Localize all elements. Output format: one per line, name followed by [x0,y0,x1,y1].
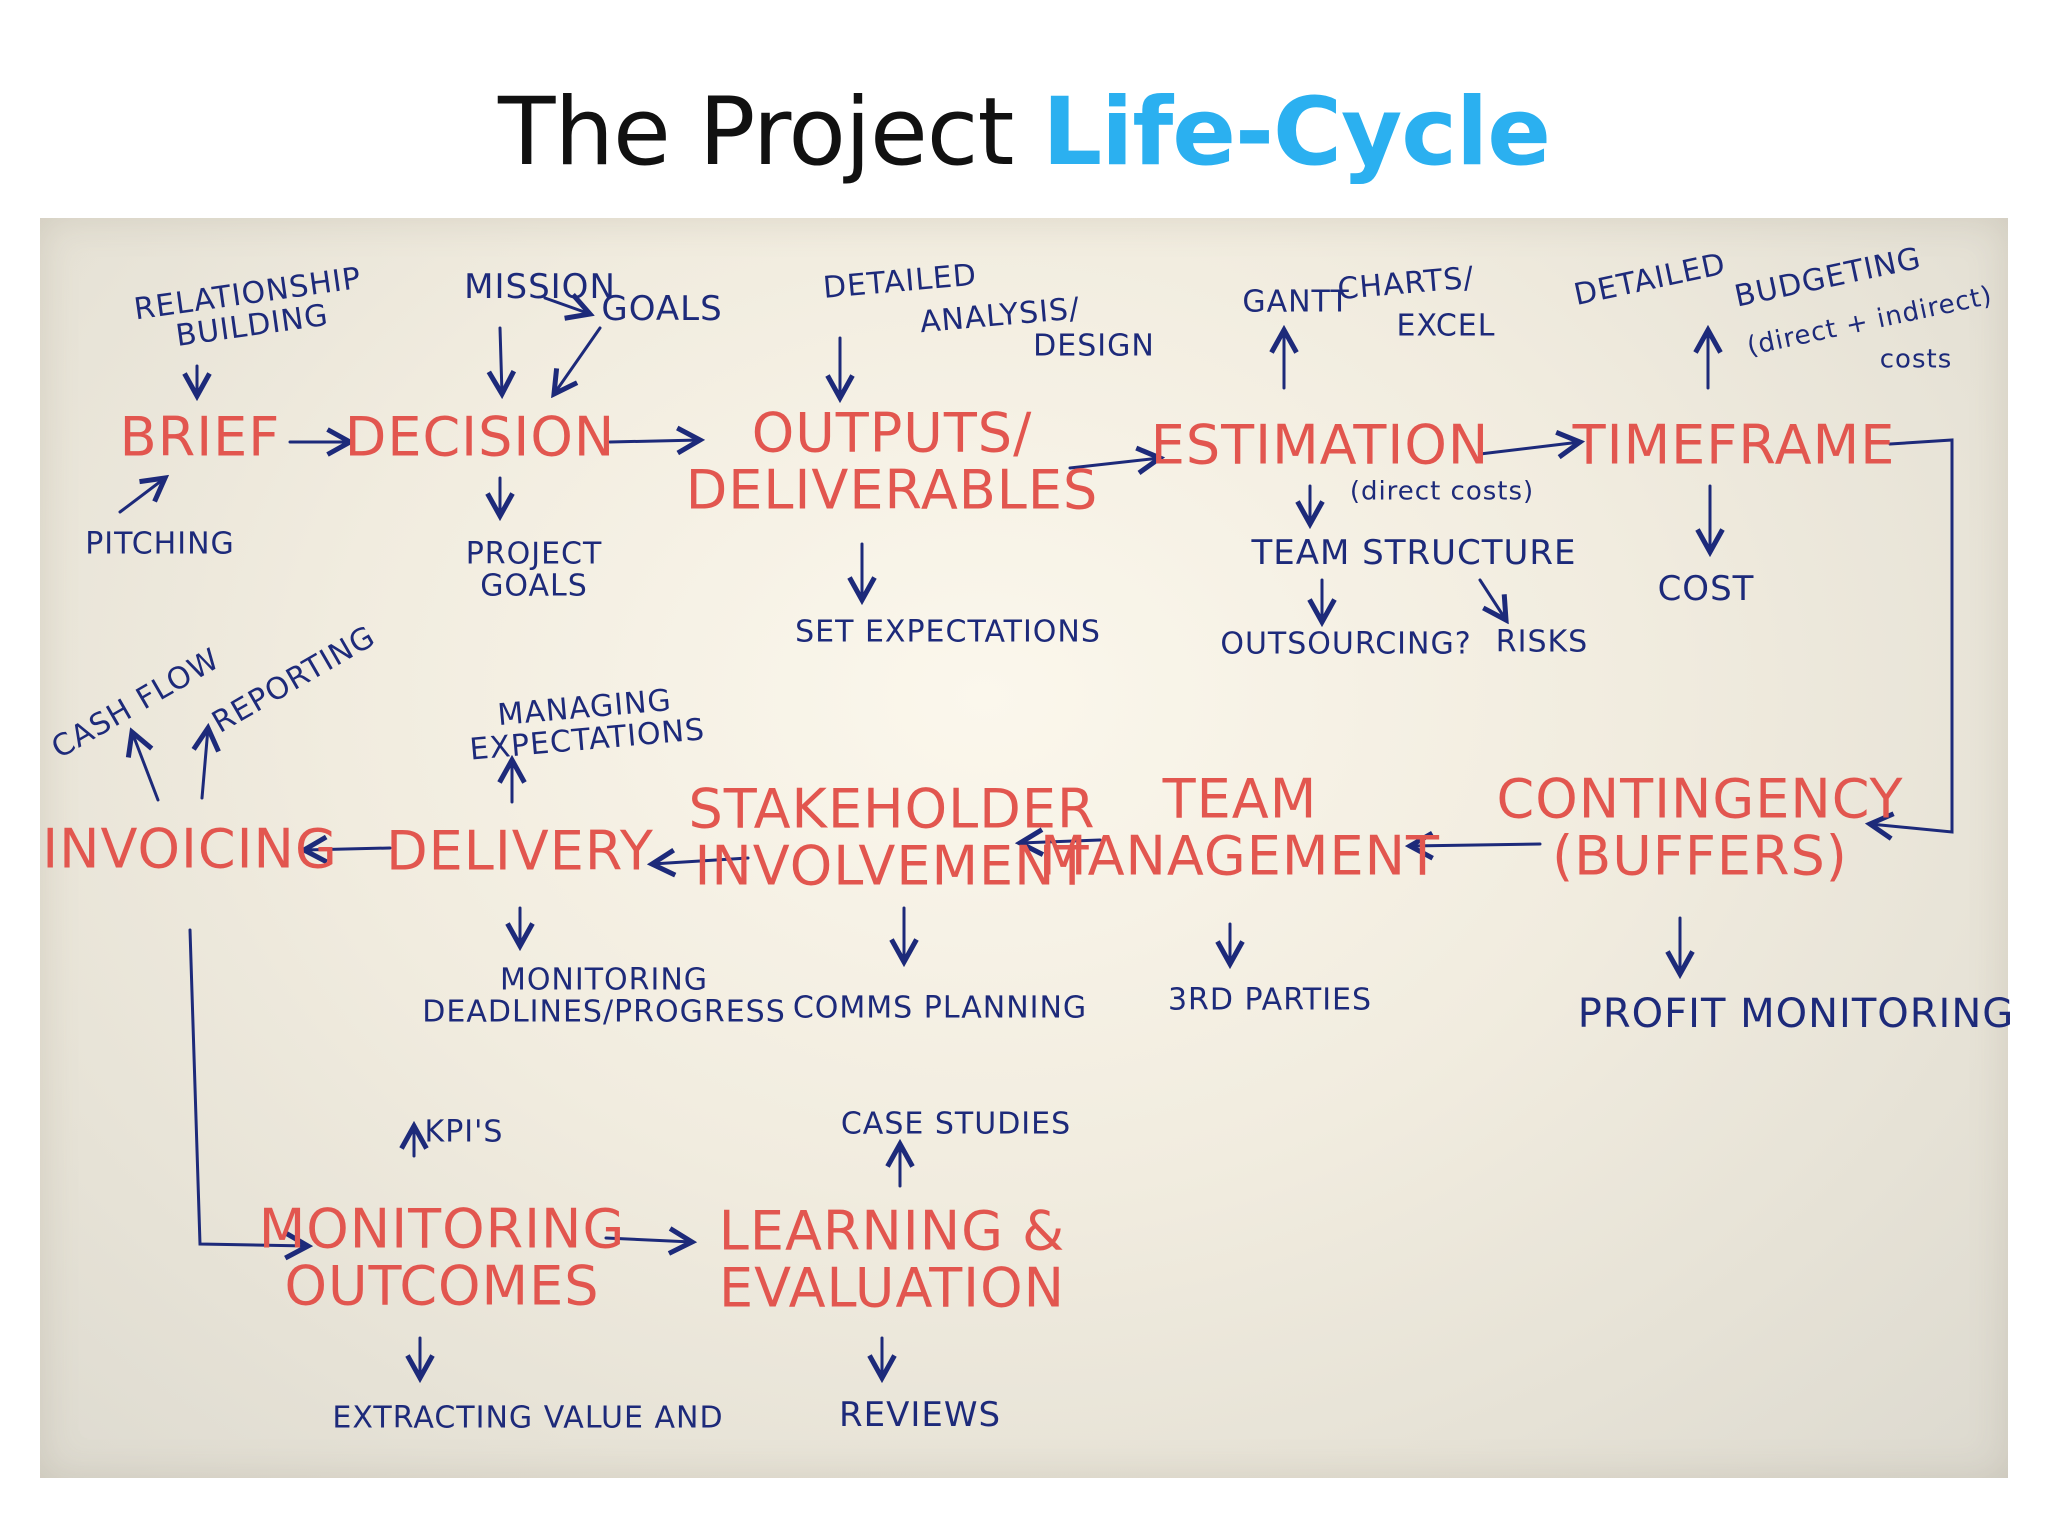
stage-team-line1: TEAM [1162,767,1318,831]
arrow-mission-to-decision [500,326,502,394]
stage-outputs-line1: OUTPUTS/ [751,401,1033,465]
note-monitoring-dl-line1: MONITORING [499,962,709,998]
note-monitoring-dl-line2: DEADLINES/PROGRESS [422,994,786,1029]
note-extracting-value: EXTRACTING VALUE AND [332,1400,724,1436]
arrow-invoicing-to-reporting [202,728,208,800]
arrow-mission-to-goals [543,298,590,314]
stage-learning-line1: LEARNING & [718,1199,1066,1263]
stage-contingency: CONTINGENCY (BUFFERS) [1496,771,1903,884]
arrow-contingency-to-team [1410,844,1542,846]
stage-learning-line2: EVALUATION [718,1256,1066,1319]
arrow-goals-to-decision [554,326,602,394]
arrow-team-structure-to-risks [1478,578,1506,620]
note-project-goals-line2: GOALS [480,568,588,603]
arrow-outputs-to-estimation [1068,458,1160,468]
stage-learning-evaluation: LEARNING & EVALUATION [719,1203,1066,1316]
stage-outputs-line2: DELIVERABLES [685,458,1099,521]
stage-stakeholder-involvement: STAKEHOLDER INVOLVEMENT [689,781,1096,894]
arrow-monitoring-to-learning [604,1238,692,1242]
note-profit-monitoring: PROFIT MONITORING [1577,991,2015,1037]
title-prefix: The Project [498,78,1043,187]
arrow-invoicing-to-cash-flow [132,732,160,802]
stage-invoicing: INVOICING [42,817,338,881]
flow-arrows [118,218,1954,1478]
stage-contingency-line2: (BUFFERS) [1552,824,1848,887]
note-kpis: KPI'S [424,1114,504,1150]
note-outsourcing: OUTSOURCING? [1220,626,1472,662]
note-team-structure: TEAM STRUCTURE [1251,533,1577,574]
stage-monitoring-outcomes: MONITORING OUTCOMES [259,1201,626,1314]
stage-monitoring-line1: MONITORING [258,1197,626,1261]
slide-title: The Project Life-Cycle [0,78,2048,188]
stage-outputs-deliverables: OUTPUTS/ DELIVERABLES [686,405,1099,518]
note-pitching: PITCHING [85,526,235,562]
note-monitoring-deadlines: MONITORING DEADLINES/PROGRESS [422,962,786,1029]
note-project-goals: PROJECT GOALS [465,536,603,603]
stage-estimation: ESTIMATION [1150,413,1490,477]
arrow-timeframe-to-contingency [1870,438,1954,832]
note-comms-planning: COMMS PLANNING [792,990,1088,1026]
arrow-delivery-to-invoicing [304,848,392,850]
whiteboard: BRIEF DECISION OUTPUTS/ DELIVERABLES EST… [40,218,2013,1478]
note-budget-costs-line2: costs [1879,344,1953,375]
note-excel: EXCEL [1396,308,1496,344]
stage-brief: BRIEF [119,405,281,469]
arrow-decision-to-outputs [608,440,700,442]
stage-contingency-line1: CONTINGENCY [1496,767,1904,831]
title-highlight: Life-Cycle [1042,78,1551,187]
arrow-invoicing-to-monitoring [188,928,308,1246]
stage-delivery: DELIVERY [386,819,654,883]
stage-monitoring-line2: OUTCOMES [284,1254,600,1317]
stage-decision: DECISION [344,405,616,469]
stage-stakeholder-line1: STAKEHOLDER [688,777,1096,841]
stage-team-management: TEAM MANAGEMENT [1040,771,1440,884]
note-design: DESIGN [1033,328,1155,364]
note-goals: GOALS [601,289,723,330]
stage-timeframe: TIMEFRAME [1572,413,1896,477]
stage-stakeholder-line2: INVOLVEMENT [694,834,1090,897]
note-mission: MISSION [464,267,616,308]
arrow-pitching-to-brief [118,478,165,514]
note-project-goals-line1: PROJECT [465,536,603,572]
note-cost: COST [1657,569,1755,610]
note-risks: RISKS [1495,624,1589,660]
note-direct-costs: (direct costs) [1349,476,1535,507]
note-set-expectations: SET EXPECTATIONS [795,614,1101,650]
arrow-team-to-stakeholder [1020,840,1102,843]
note-gantt: GANTT [1242,284,1350,320]
note-reviews: REVIEWS [838,1395,1002,1436]
stage-team-line2: MANAGEMENT [1040,824,1440,887]
arrow-estimation-to-timeframe [1478,442,1580,454]
arrow-stakeholder-to-delivery [652,858,750,864]
note-third-parties: 3rd PARTIES [1167,982,1373,1018]
note-case-studies: CASE STUDIES [840,1106,1072,1142]
